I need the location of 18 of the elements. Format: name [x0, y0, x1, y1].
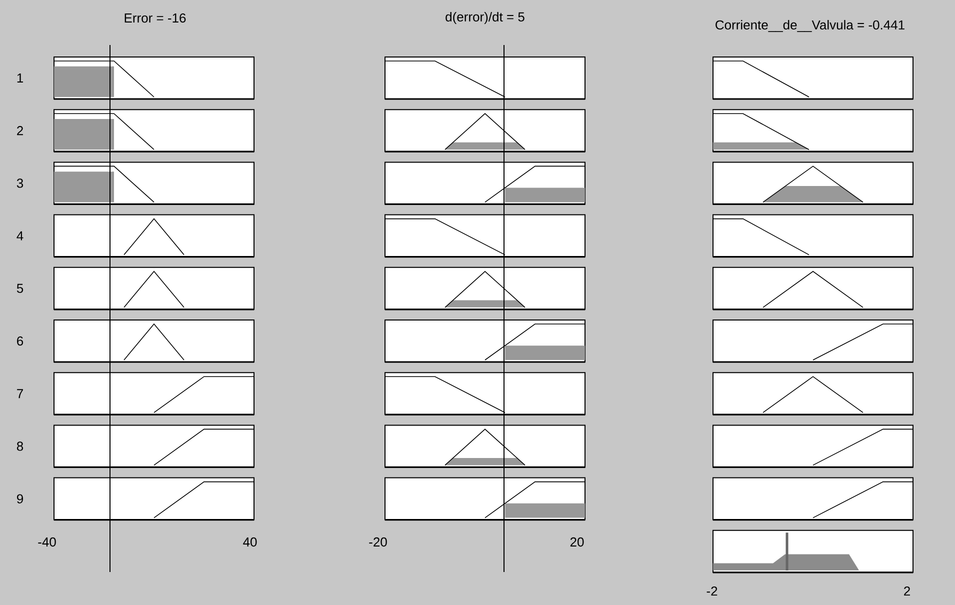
- rule-number: 8: [16, 442, 24, 451]
- rule-number: 6: [17, 336, 24, 346]
- axis-tick-label: -20: [369, 537, 387, 547]
- axis-tick-label: 20: [570, 537, 584, 547]
- axis-tick-label: 40: [243, 537, 257, 547]
- axis-tick-label: -2: [706, 586, 718, 596]
- variable-heading: Corriente__de__Valvula = -0.441: [716, 20, 904, 32]
- rule-number: 5: [16, 284, 24, 293]
- variable-heading: d(error)/dt = 5: [446, 12, 524, 24]
- rule-number: 3: [16, 178, 24, 188]
- rule-number: 4: [16, 231, 24, 240]
- rule-number: 1: [17, 74, 23, 82]
- axis-tick-label: 2: [904, 586, 910, 596]
- rule-number: 9: [17, 494, 23, 504]
- axis-tick-label: -40: [38, 537, 56, 547]
- variable-heading: Error = -16: [124, 13, 186, 23]
- rule-number: 7: [17, 389, 23, 398]
- rule-number: 2: [17, 126, 23, 136]
